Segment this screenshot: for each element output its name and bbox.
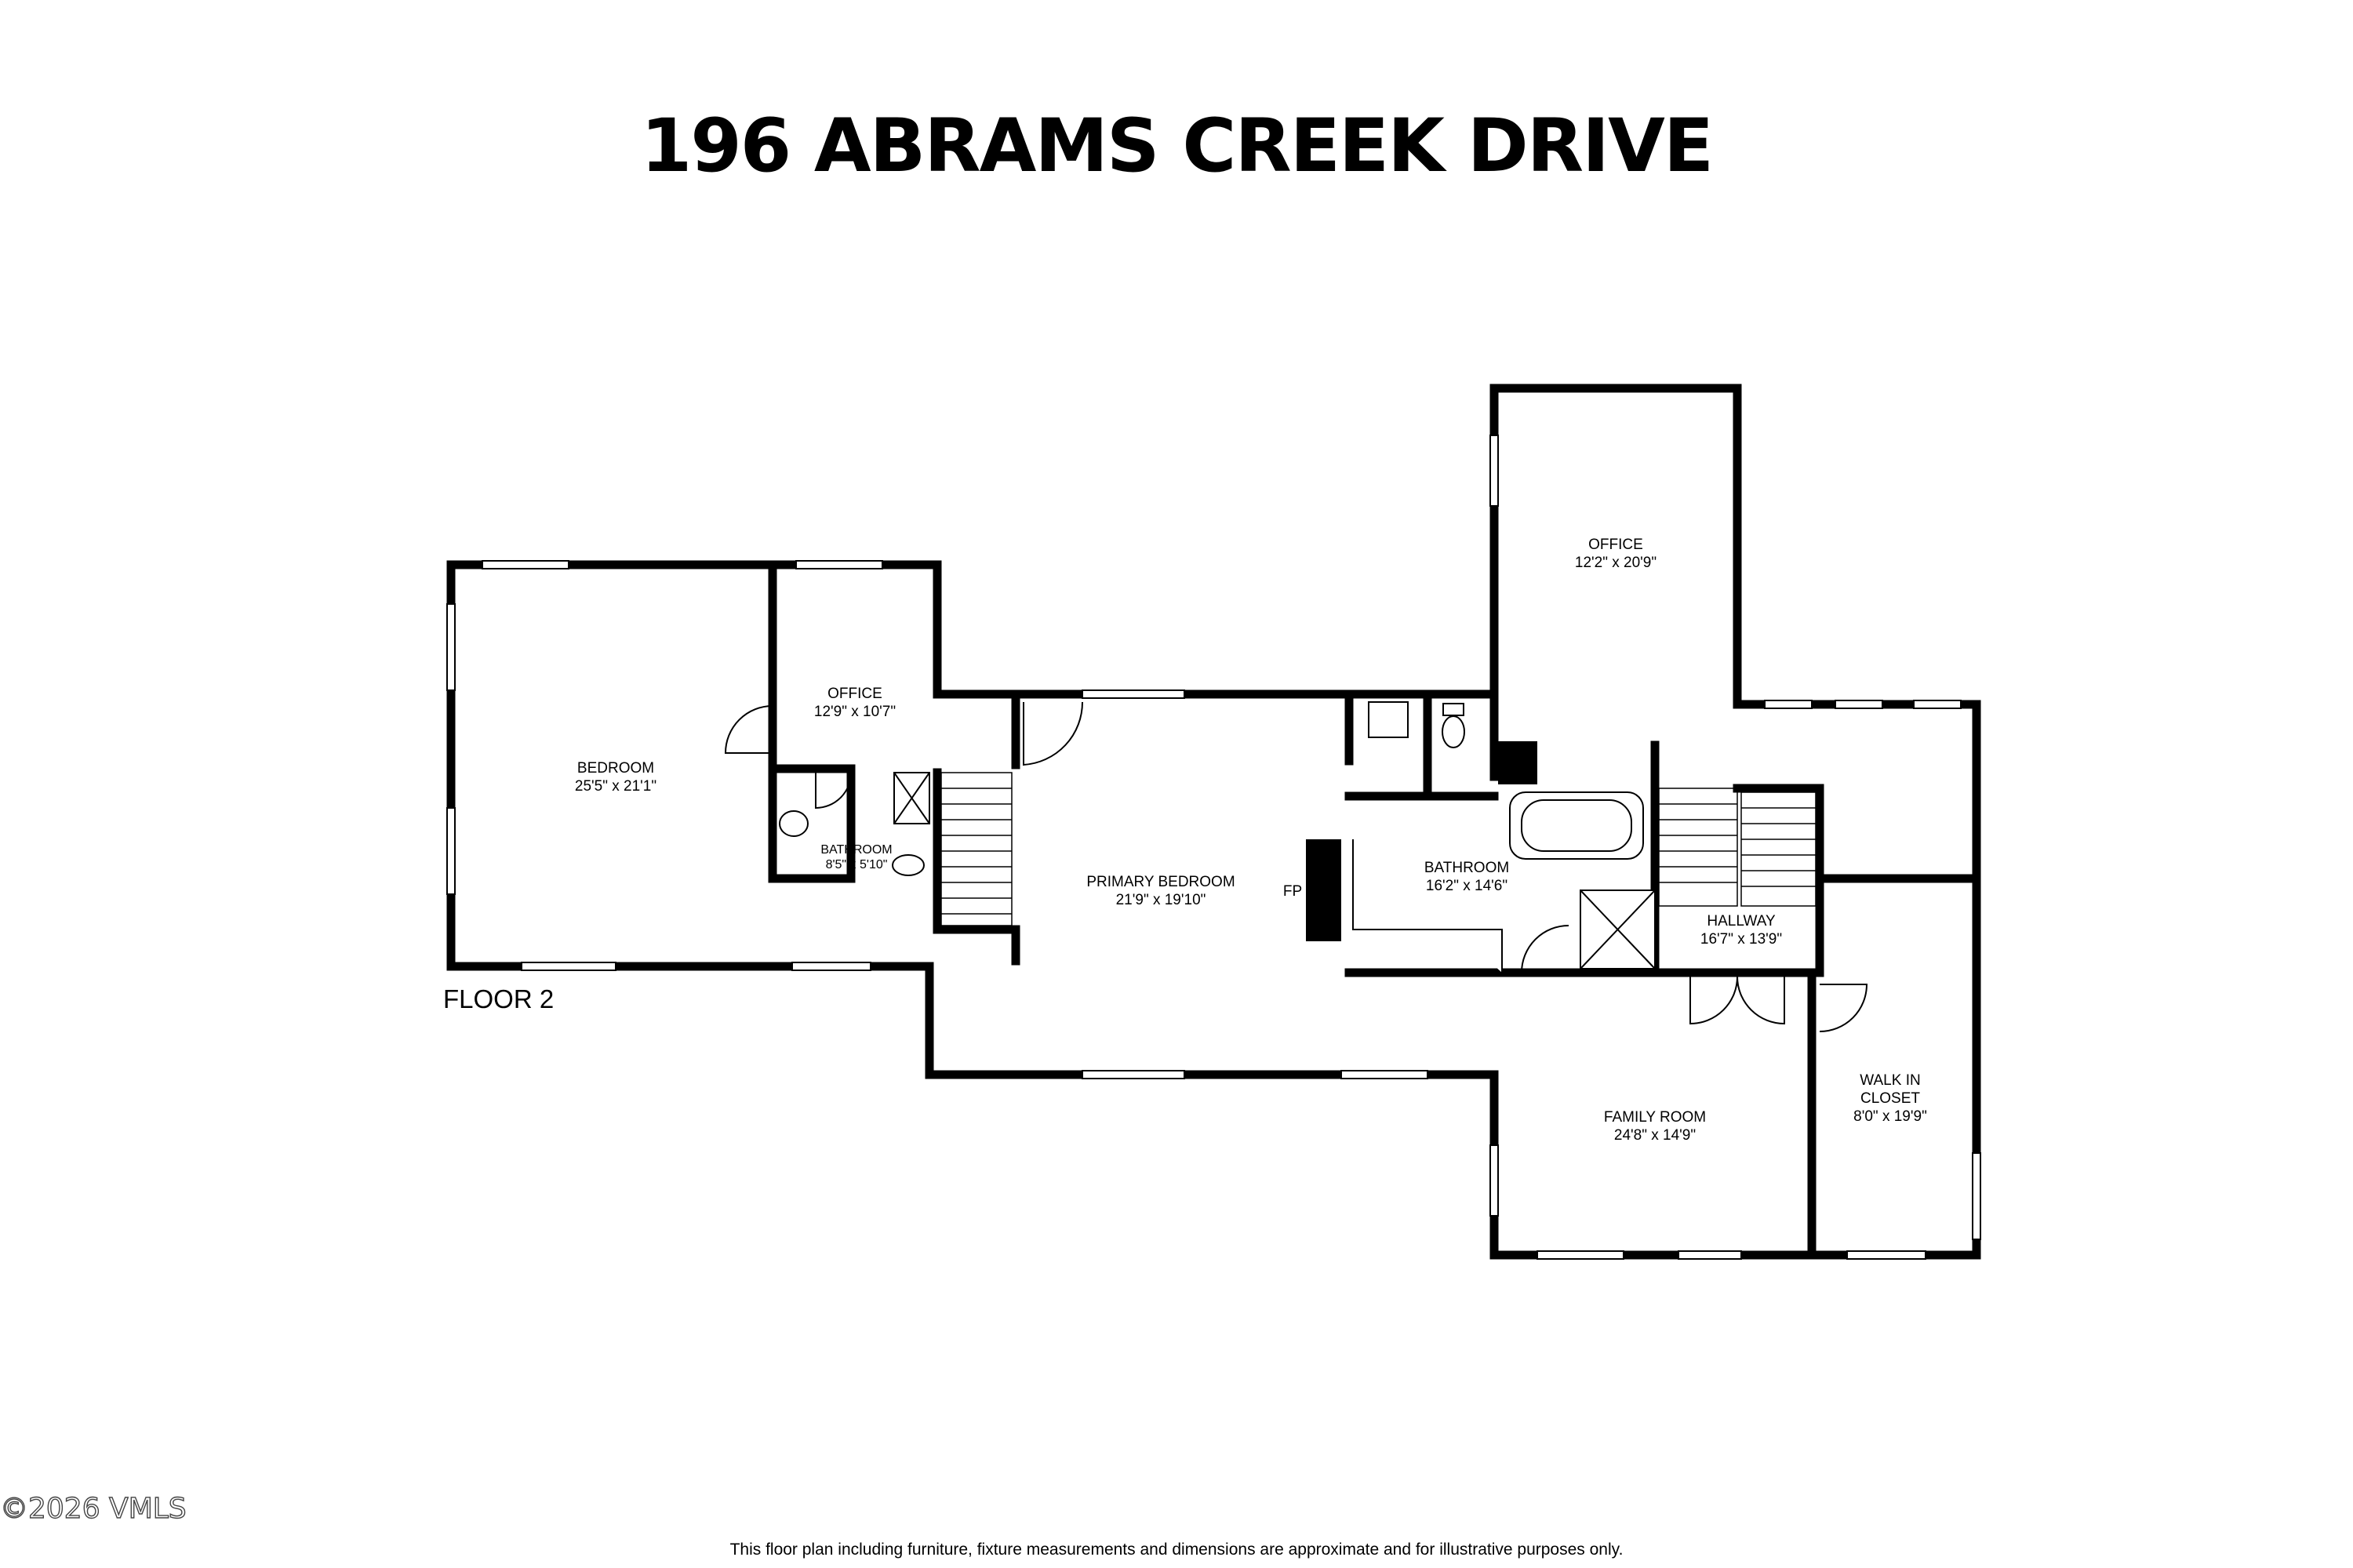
doors: [724, 701, 1868, 1032]
room-dimensions: 25'5" x 21'1": [575, 778, 656, 795]
disclaimer: This floor plan including furniture, fix…: [730, 1541, 1624, 1559]
fixtures: [779, 701, 1656, 973]
room-dimensions: CLOSET: [1860, 1090, 1920, 1107]
copyright-watermark: ©2026 VMLS: [0, 1493, 187, 1525]
room-name: OFFICE: [1588, 537, 1643, 553]
room-name: BATHROOM: [1424, 860, 1509, 876]
room-dimensions: 16'2" x 14'6": [1426, 878, 1507, 894]
walls: [446, 384, 1981, 1260]
stairs: [940, 772, 1817, 926]
property-title: 196 ABRAMS CREEK DRIVE: [641, 104, 1712, 189]
room-name: PRIMARY BEDROOM: [1086, 874, 1235, 890]
room-dimensions: 21'9" x 19'10": [1116, 892, 1206, 908]
room-dimensions: 12'9" x 10'7": [814, 704, 896, 720]
room-name: WALK IN: [1860, 1072, 1920, 1089]
windows: [446, 435, 1981, 1260]
room-name: HALLWAY: [1707, 913, 1776, 930]
room-name: FAMILY ROOM: [1604, 1109, 1706, 1126]
fireplace: [1306, 741, 1537, 941]
room-dimensions: 16'7" x 13'9": [1700, 931, 1782, 948]
floor-label: FLOOR 2: [443, 984, 554, 1013]
room-dimensions: 8'0" x 19'9": [1853, 1108, 1927, 1125]
room-labels: BEDROOM 25'5" x 21'1" OFFICE 12'9" x 10'…: [575, 537, 1927, 1144]
room-name: OFFICE: [827, 686, 882, 702]
room-name: BATHROOM: [820, 843, 892, 857]
fireplace-label: FP: [1283, 883, 1302, 900]
room-dimensions: 8'5" x 5'10": [826, 858, 888, 871]
room-dimensions: 12'2" x 20'9": [1575, 555, 1657, 571]
room-name: BEDROOM: [577, 760, 654, 777]
room-dimensions: 24'8" x 14'9": [1614, 1127, 1696, 1144]
